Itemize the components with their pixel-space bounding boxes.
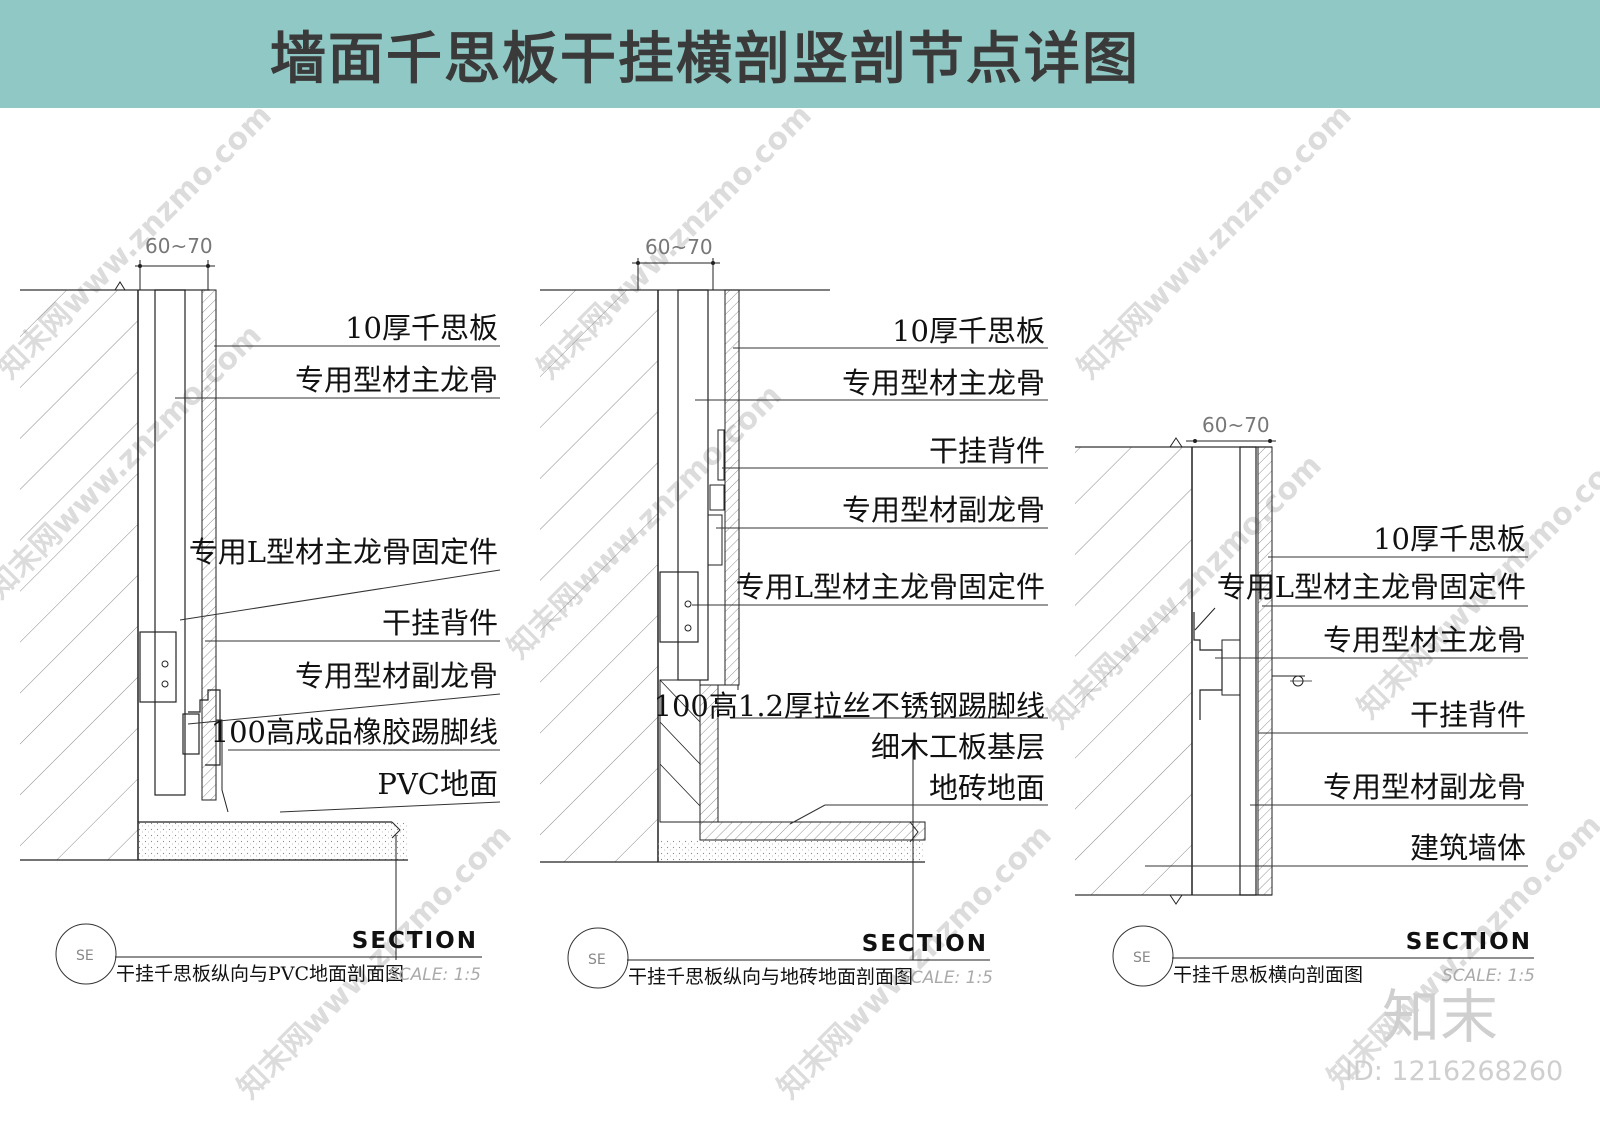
- section-caption: 干挂千思板纵向与PVC地面剖面图: [116, 963, 404, 985]
- title-banner: 墙面千思板干挂横剖竖剖节点详图: [0, 0, 1600, 108]
- callout-label: 专用型材主龙骨: [1323, 623, 1526, 657]
- section-drawings: 知末网www.znzmo.com 知末网www.znzmo.com 知末网www…: [0, 108, 1600, 1106]
- callout-label: 细木工板基层: [871, 730, 1045, 764]
- section-heading: SECTION: [1406, 929, 1532, 955]
- dimension-label: 60~70: [145, 234, 213, 258]
- callout-label: 地砖地面: [929, 771, 1045, 805]
- section-symbol-text: SE: [1133, 950, 1151, 966]
- section-heading: SECTION: [352, 928, 478, 954]
- section-scale: SCALE: 1:5: [900, 968, 993, 988]
- callout-label: 专用L型材主龙骨固定件: [189, 535, 498, 569]
- callout-label: 10厚千思板: [892, 314, 1045, 348]
- section-symbol: [55, 923, 117, 985]
- callout-label: 专用型材副龙骨: [842, 493, 1045, 527]
- page-title: 墙面千思板干挂横剖竖剖节点详图: [270, 27, 1140, 92]
- callout-label: 100高1.2厚拉丝不锈钢踢脚线: [654, 689, 1045, 723]
- section-scale: SCALE: 1:5: [1442, 966, 1535, 986]
- image-id: ID: 1216268260: [1345, 1056, 1563, 1087]
- callout-label: 专用L型材主龙骨固定件: [1217, 570, 1526, 604]
- callout-label: 专用L型材主龙骨固定件: [736, 570, 1045, 604]
- section-symbol: [567, 927, 629, 989]
- watermark-text: 知末网www.znzmo.com: [1071, 108, 1359, 386]
- section-caption: 干挂千思板横向剖面图: [1173, 964, 1363, 986]
- dimension-label: 60~70: [1202, 413, 1270, 437]
- section-2: 60~70 10厚千思板 专用型材主龙骨 干挂背件 专用型材副龙骨 专用L型材主…: [540, 235, 1048, 989]
- callout-label: 专用型材副龙骨: [1323, 770, 1526, 804]
- section-heading: SECTION: [862, 931, 988, 957]
- callout-label: 专用型材副龙骨: [295, 659, 498, 693]
- brand-logo: 知末: [1382, 983, 1498, 1051]
- callout-label: 干挂背件: [929, 434, 1045, 468]
- callout-label: 专用型材主龙骨: [842, 366, 1045, 400]
- section-symbol-text: SE: [76, 948, 94, 964]
- callout-label: 专用型材主龙骨: [295, 363, 498, 397]
- watermark-text: 知末网www.znzmo.com: [231, 818, 519, 1106]
- section-3: 60~70 10厚千思板 专用L型材主龙骨固定件 专用型材主龙骨 干挂背件 专用…: [1075, 413, 1535, 987]
- callout-label: 10厚千思板: [345, 311, 498, 345]
- callout-label: PVC地面: [377, 767, 498, 801]
- watermarks: 知末网www.znzmo.com 知末网www.znzmo.com 知末网www…: [0, 108, 1600, 1106]
- callout-label: 干挂背件: [382, 606, 498, 640]
- callout-label: 10厚千思板: [1373, 522, 1526, 556]
- section-caption: 干挂千思板纵向与地砖地面剖面图: [628, 966, 913, 988]
- callout-label: 建筑墙体: [1410, 831, 1526, 865]
- callout-label: 100高成品橡胶踢脚线: [211, 715, 498, 749]
- section-scale: SCALE: 1:5: [388, 965, 481, 985]
- dimension-label: 60~70: [645, 235, 713, 259]
- section-1: 60~70 10厚千思板 专用型材主龙骨 专用L型材主龙骨固定件 干挂背件 专用…: [20, 234, 501, 985]
- section-symbol-text: SE: [588, 952, 606, 968]
- callout-label: 干挂背件: [1410, 698, 1526, 732]
- section-symbol: [1112, 925, 1174, 987]
